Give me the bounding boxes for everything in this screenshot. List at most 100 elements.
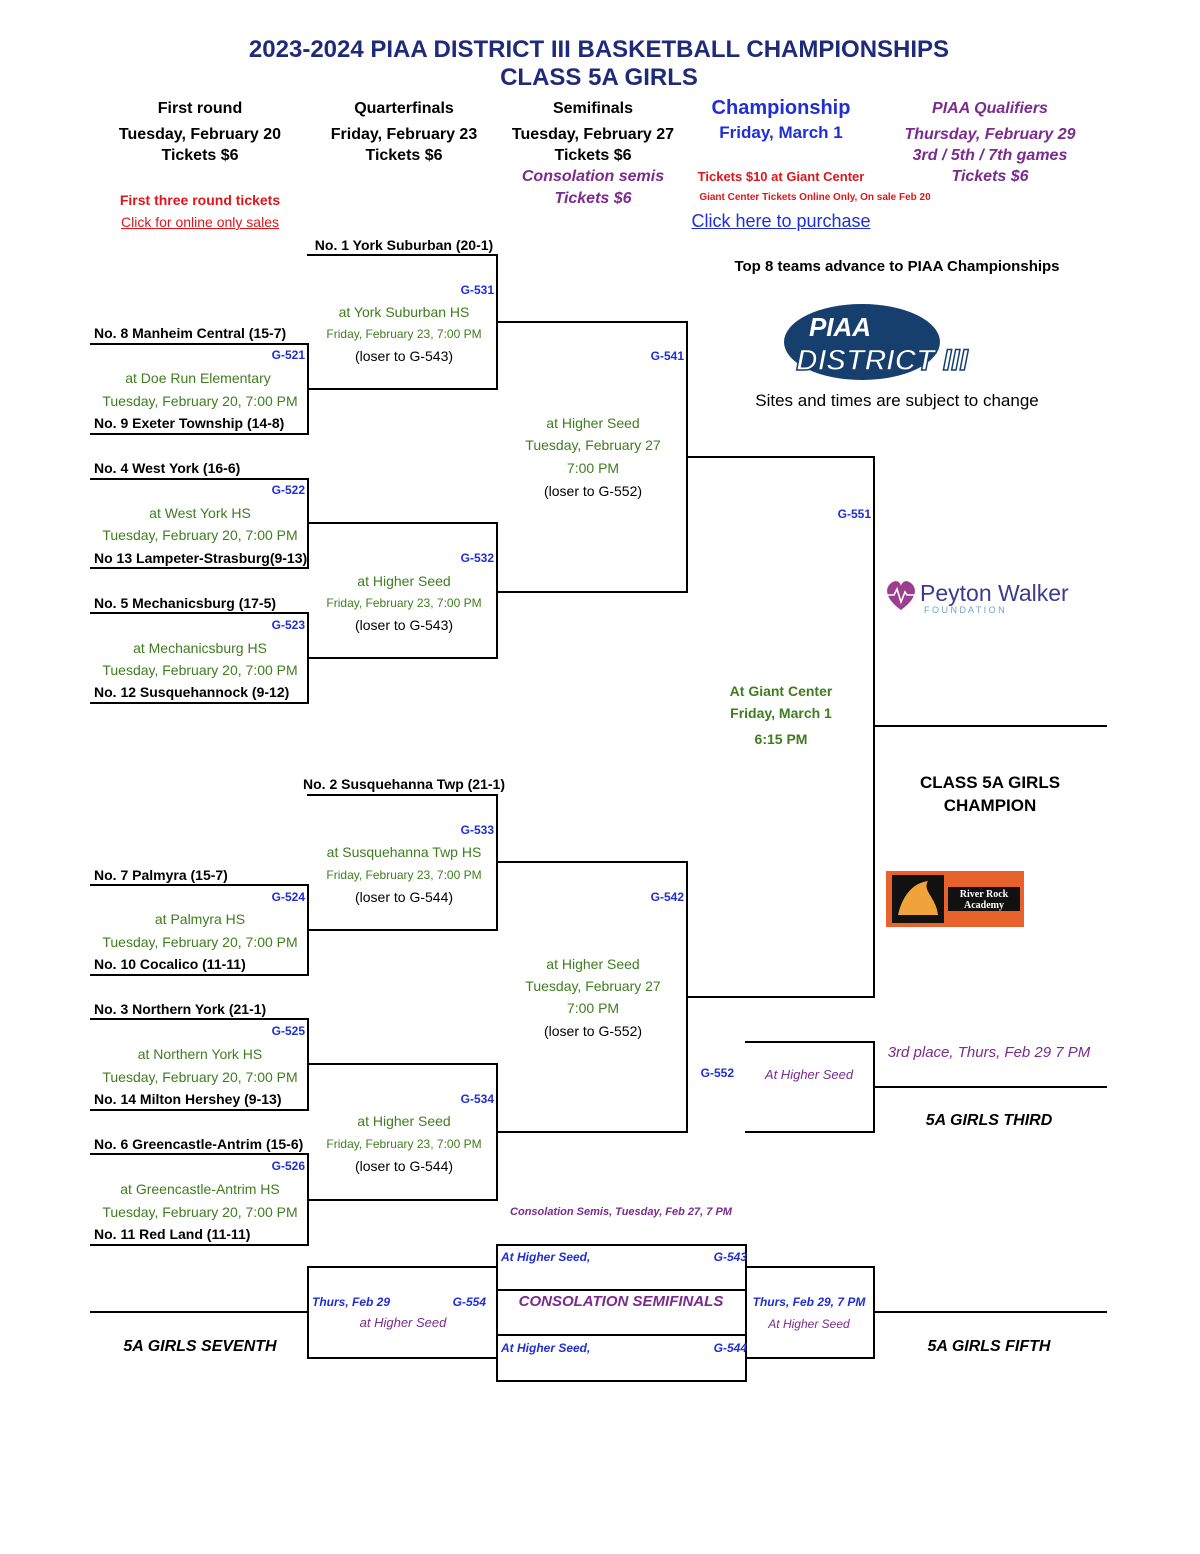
game-site-g533: at Susquehanna Twp HS [326,844,482,860]
team-milton-hershey: No. 14 Milton Hershey (9-13) [94,1091,282,1107]
semifinals-tickets: Tickets $6 [554,147,632,164]
consolation-semis-note: Consolation Semis, Tuesday, Feb 27, 7 PM [510,1206,732,1218]
game-time-g522: Tuesday, February 20, 7:00 PM [102,527,298,543]
first-round-heading: First round [157,100,243,117]
game-id-g525: G-525 [271,1024,305,1038]
quarterfinals-heading: Quarterfinals [354,100,454,117]
game-time-g525: Tuesday, February 20, 7:00 PM [102,1069,298,1085]
qualifiers-heading: PIAA Qualifiers [932,100,1048,117]
game-time-g551: 6:15 PM [754,731,808,747]
championship-tickets: Tickets $10 at Giant Center [697,169,865,184]
river-rock-academy: Academy [964,900,1004,911]
third-place-label: 5A GIRLS THIRD [925,1112,1053,1129]
game-date-g551: Friday, March 1 [730,705,832,721]
game-date-g541: Tuesday, February 27 [525,437,661,453]
qualifiers-date: Thursday, February 29 [904,126,1076,143]
team-palmyra: No. 7 Palmyra (15-7) [94,867,228,883]
consolation-semis-heading: Consolation semis [521,168,665,185]
game-site-g534: at Higher Seed [357,1113,451,1129]
game-id-g544: G-544 [713,1341,747,1355]
game-loser-g541: (loser to G-552) [543,483,643,499]
champion-label-line1: CLASS 5A GIRLS [919,773,1061,792]
game-site-g551: At Giant Center [729,683,833,699]
piaa-logo-text: PIAA [809,312,871,342]
game-id-g524: G-524 [271,890,305,904]
page-title: 2023-2024 PIAA DISTRICT III BASKETBALL C… [248,36,950,63]
team-york-suburban: No. 1 York Suburban (20-1) [314,237,494,253]
game-id-g542: G-542 [650,890,684,904]
game-id-g532: G-532 [460,551,494,565]
first-round-tickets: Tickets $6 [161,147,239,164]
game-id-g534: G-534 [460,1092,494,1106]
game-site-g525: at Northern York HS [137,1046,263,1062]
game-time-g533: Friday, February 23, 7:00 PM [326,868,482,882]
game-loser-g533: (loser to G-544) [354,889,454,905]
game-site-g524: at Palmyra HS [154,911,246,927]
game-site-g541: at Higher Seed [546,415,640,431]
team-greencastle-antrim: No. 6 Greencastle-Antrim (15-6) [94,1136,304,1152]
game-id-g552: G-552 [700,1066,734,1080]
consolation-semifinals-title: CONSOLATION SEMIFINALS [518,1293,724,1310]
game-id-g533: G-533 [460,823,494,837]
qualifiers-tickets: Tickets $6 [951,168,1029,185]
purchase-link[interactable]: Click here to purchase [691,211,871,231]
game-time-g524: Tuesday, February 20, 7:00 PM [102,934,298,950]
quarterfinals-tickets: Tickets $6 [365,147,443,164]
team-susquehanna-twp: No. 2 Susquehanna Twp (21-1) [303,776,505,792]
first-round-ticket-note: First three round tickets [119,192,281,208]
game-time-g541: 7:00 PM [566,460,620,476]
game-site-g532: at Higher Seed [357,573,451,589]
team-northern-york: No. 3 Northern York (21-1) [94,1001,267,1017]
semifinals-date: Tuesday, February 27 [511,126,675,143]
peyton-walker-name: Peyton Walker [920,580,1069,606]
game-site-g523: at Mechanicsburg HS [133,640,267,656]
game-id-g554: G-554 [452,1295,486,1309]
team-exeter-township: No. 9 Exeter Township (14-8) [94,415,285,431]
team-manheim-central: No. 8 Manheim Central (15-7) [94,325,287,341]
consolation-semis-tickets: Tickets $6 [554,190,632,207]
game-site-g543: At Higher Seed, [501,1250,591,1264]
game-time-g532: Friday, February 23, 7:00 PM [326,596,482,610]
qualifiers-games: 3rd / 5th / 7th games [912,147,1068,164]
game-site-g544: At Higher Seed, [501,1341,591,1355]
subject-to-change-note: Sites and times are subject to change [755,391,1039,410]
game-site-g526: at Greencastle-Antrim HS [120,1181,280,1197]
game-id-g523: G-523 [271,618,305,632]
game-time-g542: 7:00 PM [566,1000,620,1016]
game-site-g542: at Higher Seed [546,956,640,972]
advance-note: Top 8 teams advance to PIAA Championship… [734,258,1060,275]
heart-icon [887,581,915,610]
first-round-date: Tuesday, February 20 [118,126,282,143]
game-time-g521: Tuesday, February 20, 7:00 PM [102,393,298,409]
game-time-g523: Tuesday, February 20, 7:00 PM [102,662,298,678]
game-id-g543: G-543 [713,1250,747,1264]
game-loser-g531: (loser to G-543) [354,348,454,364]
game-time-g531: Friday, February 23, 7:00 PM [326,327,482,341]
championship-date: Friday, March 1 [719,123,843,142]
game-site-g522: at West York HS [149,505,251,521]
game-id-g551: G-551 [837,507,871,521]
game-site-g554: at Higher Seed [359,1315,447,1330]
game-id-g541: G-541 [650,349,684,363]
quarterfinals-date: Friday, February 23 [330,126,478,143]
rock-icon [898,881,938,915]
game-date-g542: Tuesday, February 27 [525,978,661,994]
game-date-g553: Thurs, Feb 29, 7 PM [752,1295,866,1309]
district-logo-text: DISTRICT III [796,344,968,377]
team-susquehannock: No. 12 Susquehannock (9-12) [94,684,290,700]
game-id-g526: G-526 [271,1159,305,1173]
fifth-place-label: 5A GIRLS FIFTH [927,1338,1051,1355]
game-site-g521: at Doe Run Elementary [125,370,271,386]
game-site-g531: at York Suburban HS [338,304,470,320]
team-mechanicsburg: No. 5 Mechanicsburg (17-5) [94,595,277,611]
championship-heading: Championship [711,97,851,119]
third-place-note: 3rd place, Thurs, Feb 29 7 PM [887,1044,1091,1061]
game-id-g521: G-521 [271,348,305,362]
online-sales-link[interactable]: Click for online only sales [121,214,279,230]
game-time-g526: Tuesday, February 20, 7:00 PM [102,1204,298,1220]
champion-label-line2: CHAMPION [943,796,1037,815]
seventh-place-label: 5A GIRLS SEVENTH [123,1338,277,1355]
river-rock-academy-logo: River Rock Academy [886,871,1024,927]
peyton-walker-foundation: F O U N D A T I O N [924,605,1005,615]
game-id-g531: G-531 [460,283,494,297]
